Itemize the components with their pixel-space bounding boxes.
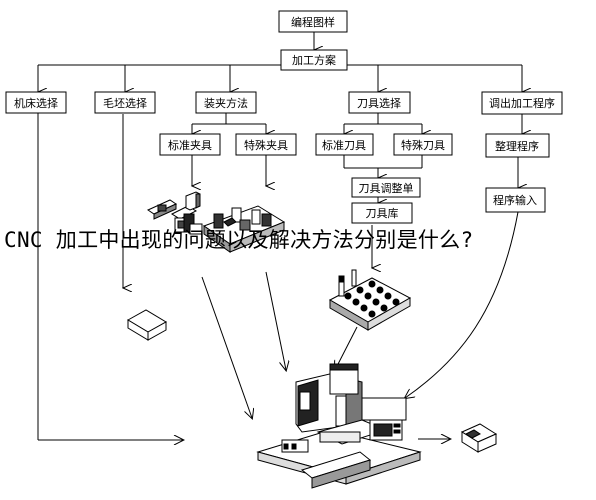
finished-part-illustration — [460, 423, 498, 453]
connector-lines — [38, 32, 522, 440]
node-program-input: 程序输入 — [493, 193, 537, 207]
node-special-tool: 特殊刀具 — [401, 138, 445, 152]
cnc-machine-illustration — [256, 363, 422, 489]
special-fixture-illustration — [202, 205, 286, 253]
node-fixture-method: 装夹方法 — [204, 96, 248, 110]
node-tool-selection: 刀具选择 — [357, 96, 401, 110]
standard-fixture-illustration — [146, 191, 203, 235]
node-boxes — [5, 10, 563, 224]
blank-block-illustration — [127, 309, 167, 341]
overlay-title: CNC 加工中出现的问题以及解决方法分别是什么? — [4, 228, 474, 252]
node-standard-fixture: 标准夹具 — [168, 138, 212, 152]
node-programming-drawing: 编程图样 — [291, 15, 335, 29]
node-blank-selection: 毛坯选择 — [103, 96, 147, 110]
node-tool-adjust-sheet: 刀具调整单 — [359, 181, 414, 195]
node-tool-magazine: 刀具库 — [366, 207, 399, 220]
tool-magazine-illustration — [328, 269, 412, 331]
node-standard-tool: 标准刀具 — [322, 138, 366, 152]
node-machine-selection: 机床选择 — [14, 96, 58, 110]
node-process-plan: 加工方案 — [292, 53, 336, 67]
node-special-fixture: 特殊夹具 — [244, 138, 288, 152]
node-call-process-program: 调出加工程序 — [489, 96, 555, 110]
node-organize-program: 整理程序 — [495, 139, 539, 153]
